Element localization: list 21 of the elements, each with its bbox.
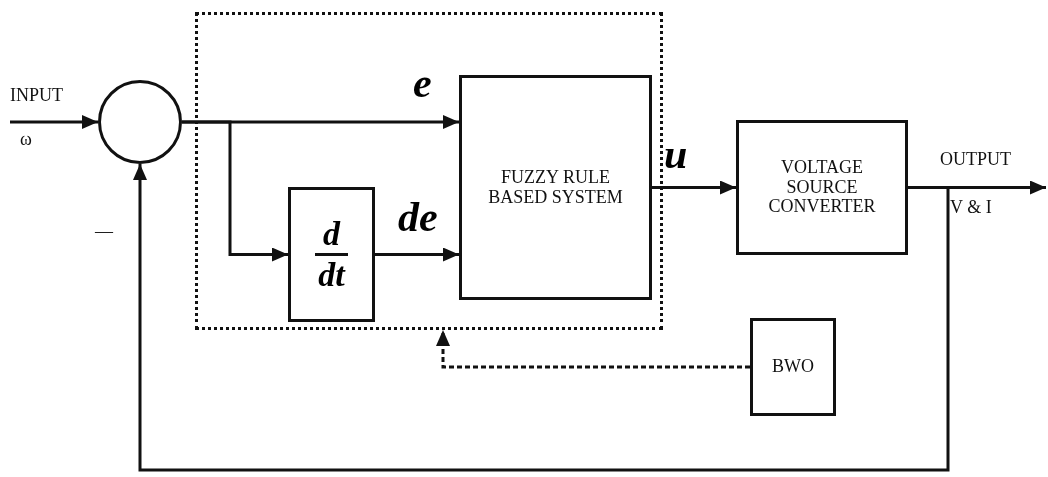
block-label: VOLTAGE SOURCE CONVERTER [767,157,877,218]
arrow [10,115,98,129]
signal-label: V & I [950,198,992,218]
signal-label: — [95,222,113,242]
signal-label: ω [20,130,32,150]
arrow [182,120,288,262]
arrow [133,164,950,472]
dashed-arrow [436,330,750,369]
derivative-denominator: dt [318,256,345,292]
derivative-numerator: d [315,217,348,256]
block-label: BWO [771,357,815,377]
signal-label: OUTPUT [940,150,1011,170]
block-box [736,120,908,255]
block-box [750,318,836,416]
signal-label: INPUT [10,86,63,106]
block-box [459,75,652,300]
block-box [288,187,375,322]
arrow [375,247,459,262]
block-label: FUZZY RULE BASED SYSTEM [487,167,624,208]
arrow [652,180,736,195]
dashed-controller-group [195,12,663,330]
